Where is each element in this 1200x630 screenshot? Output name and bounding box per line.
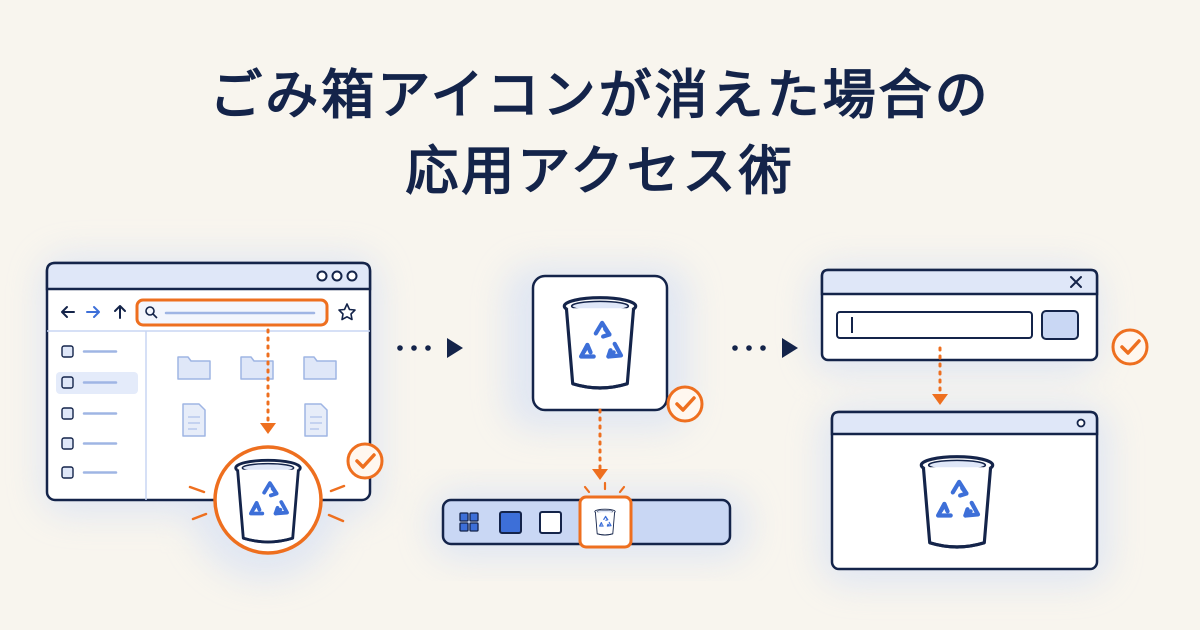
headline: ごみ箱アイコンが消えた場合の 応用アクセス術 xyxy=(0,58,1200,210)
headline-line-2: 応用アクセス術 xyxy=(405,141,795,202)
folder-icon[interactable] xyxy=(303,356,337,380)
taskbar-app-button[interactable] xyxy=(499,511,522,534)
sidebar-item[interactable] xyxy=(61,345,118,358)
close-icon[interactable] xyxy=(1070,276,1082,288)
taskbar-recycle-bin-button[interactable] xyxy=(578,495,633,549)
star-icon[interactable] xyxy=(338,303,356,321)
desktop-recycle-bin-tile[interactable] xyxy=(531,274,669,412)
sidebar-item[interactable] xyxy=(61,466,118,479)
folder-icon[interactable] xyxy=(177,356,211,380)
sidebar xyxy=(56,345,138,479)
back-arrow-icon[interactable] xyxy=(61,306,75,318)
run-dialog xyxy=(820,268,1099,362)
file-explorer-window xyxy=(45,261,372,502)
folder-icon[interactable] xyxy=(240,356,274,380)
recycle-bin-window xyxy=(830,410,1099,571)
highlight-rays xyxy=(188,484,346,523)
check-circle-icon xyxy=(1111,328,1149,366)
headline-line-1: ごみ箱アイコンが消えた場合の xyxy=(209,65,991,126)
forward-arrow-icon[interactable] xyxy=(86,306,100,318)
run-ok-button[interactable] xyxy=(1041,310,1079,340)
sidebar-item[interactable] xyxy=(61,437,118,450)
taskbar-app-button[interactable] xyxy=(539,511,562,534)
windows-logo-icon[interactable] xyxy=(459,512,479,532)
file-icon[interactable] xyxy=(182,403,206,437)
window-control[interactable] xyxy=(1076,418,1086,428)
highlight-rays xyxy=(583,481,626,494)
sidebar-item[interactable] xyxy=(61,376,118,389)
file-icon[interactable] xyxy=(304,403,328,437)
window-controls[interactable] xyxy=(316,270,358,282)
taskbar xyxy=(441,481,732,549)
recycle-bin-icon[interactable] xyxy=(213,445,323,555)
recycle-bin-icon xyxy=(921,457,992,547)
search-icon xyxy=(145,306,158,319)
check-circle-icon xyxy=(666,385,704,423)
sidebar-item[interactable] xyxy=(61,407,118,420)
step-arrow-icon xyxy=(397,338,463,358)
check-circle-icon xyxy=(346,442,384,480)
run-command-input[interactable] xyxy=(836,311,1033,339)
step-arrow-icon xyxy=(732,338,798,358)
up-arrow-icon[interactable] xyxy=(114,305,126,319)
